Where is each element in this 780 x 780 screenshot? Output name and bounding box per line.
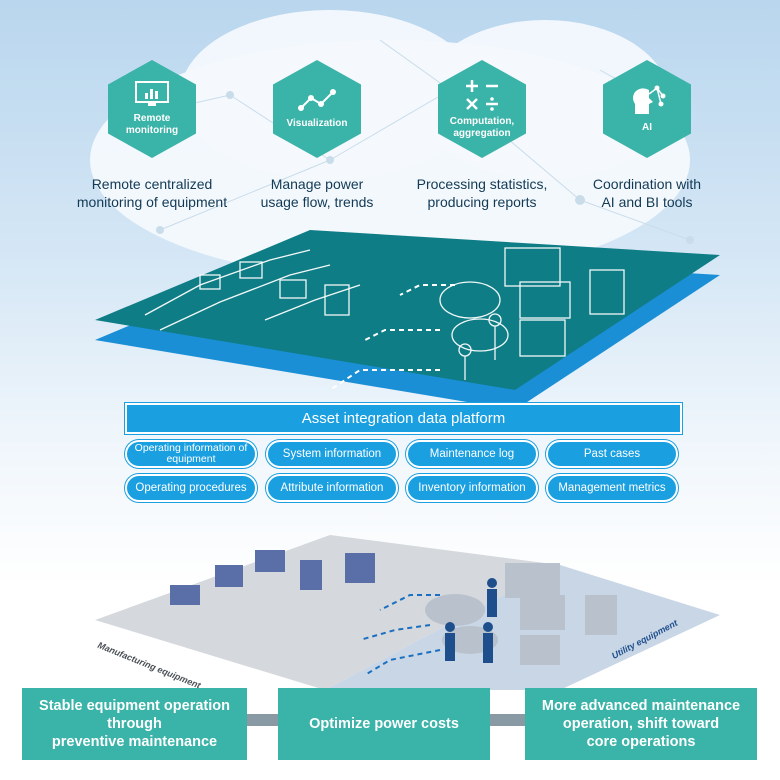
desc-line: Coordination with (592, 176, 702, 192)
feature-title: Remote (133, 113, 171, 124)
data-flow-arrows (329, 284, 455, 391)
feature-description: Remote centralized monitoring of equipmen… (57, 175, 247, 211)
feature-title: AI (642, 122, 652, 133)
pill-label: Operating procedures (135, 481, 247, 494)
feature-title: Visualization (286, 118, 348, 129)
pill-label: Past cases (583, 447, 641, 460)
outcome-connector (245, 714, 280, 726)
workers (445, 578, 497, 663)
feature-title: Computation, (449, 116, 515, 127)
hexagon-badge: Computation,aggregation (438, 60, 526, 158)
pill-label: equipment (166, 453, 216, 465)
feature-visualization: Visualization (262, 60, 372, 158)
outcome-text: through (107, 716, 162, 732)
feature-computation: Computation,aggregation (427, 60, 537, 158)
platform-item: Inventory information (406, 474, 538, 502)
feature-description: Processing statistics, producing reports (387, 175, 577, 211)
factory-line-art (144, 247, 625, 380)
outcome-text: operation, shift toward (562, 716, 720, 732)
data-flow-arrows (359, 594, 441, 676)
platform-title-bar: Asset integration data platform (125, 403, 682, 434)
pill-label: Management metrics (558, 481, 666, 494)
pill-label: Attribute information (280, 481, 384, 494)
platform-item: Attribute information (266, 474, 398, 502)
outcome-connector (490, 714, 525, 726)
platform-title: Asset integration data platform (301, 410, 506, 427)
ai-head-icon (633, 85, 666, 114)
manufacturing-floor (95, 535, 560, 690)
outcome-text: Optimize power costs (309, 716, 459, 732)
outcome-text: core operations (586, 734, 696, 750)
platform-item: Past cases (546, 440, 678, 468)
platform-item: Operating procedures (125, 474, 257, 502)
pill-label: System information (282, 447, 382, 460)
math-operators-icon (466, 80, 498, 111)
feature-title: monitoring (125, 125, 179, 136)
outcome-text: More advanced maintenance (541, 698, 741, 714)
desc-line: usage flow, trends (260, 194, 374, 210)
line-graph-icon (298, 89, 336, 111)
feature-description: Manage power usage flow, trends (222, 175, 412, 211)
outcome-box: More advanced maintenance operation, shif… (525, 688, 757, 760)
hexagon-badge: Visualization (273, 60, 361, 158)
desc-line: AI and BI tools (601, 194, 693, 210)
monitor-chart-icon (135, 81, 169, 106)
feature-description: Coordination with AI and BI tools (552, 175, 742, 211)
teal-layer (95, 230, 720, 390)
hexagon-badge: AI (603, 60, 691, 158)
outcome-text: Stable equipment operation (39, 698, 230, 714)
platform-item: Management metrics (546, 474, 678, 502)
desc-line: Remote centralized (91, 176, 213, 192)
pill-label: Maintenance log (429, 447, 515, 460)
outcome-box: Optimize power costs (278, 688, 490, 760)
desc-line: producing reports (427, 194, 537, 210)
feature-ai: AI (592, 60, 702, 158)
factory-machines (170, 550, 375, 605)
outcome-box: Stable equipment operation through prevent… (22, 688, 247, 760)
platform-item: System information (266, 440, 398, 468)
desc-line: monitoring of equipment (76, 194, 228, 210)
outcome-text: preventive maintenance (51, 734, 218, 750)
platform-item: Maintenance log (406, 440, 538, 468)
equipment-floor (95, 535, 720, 690)
feature-title: aggregation (453, 128, 511, 139)
desc-line: Processing statistics, (416, 176, 548, 192)
digital-twin-layers (95, 230, 720, 410)
desc-line: Manage power (270, 176, 364, 192)
pill-label: Inventory information (418, 481, 526, 494)
